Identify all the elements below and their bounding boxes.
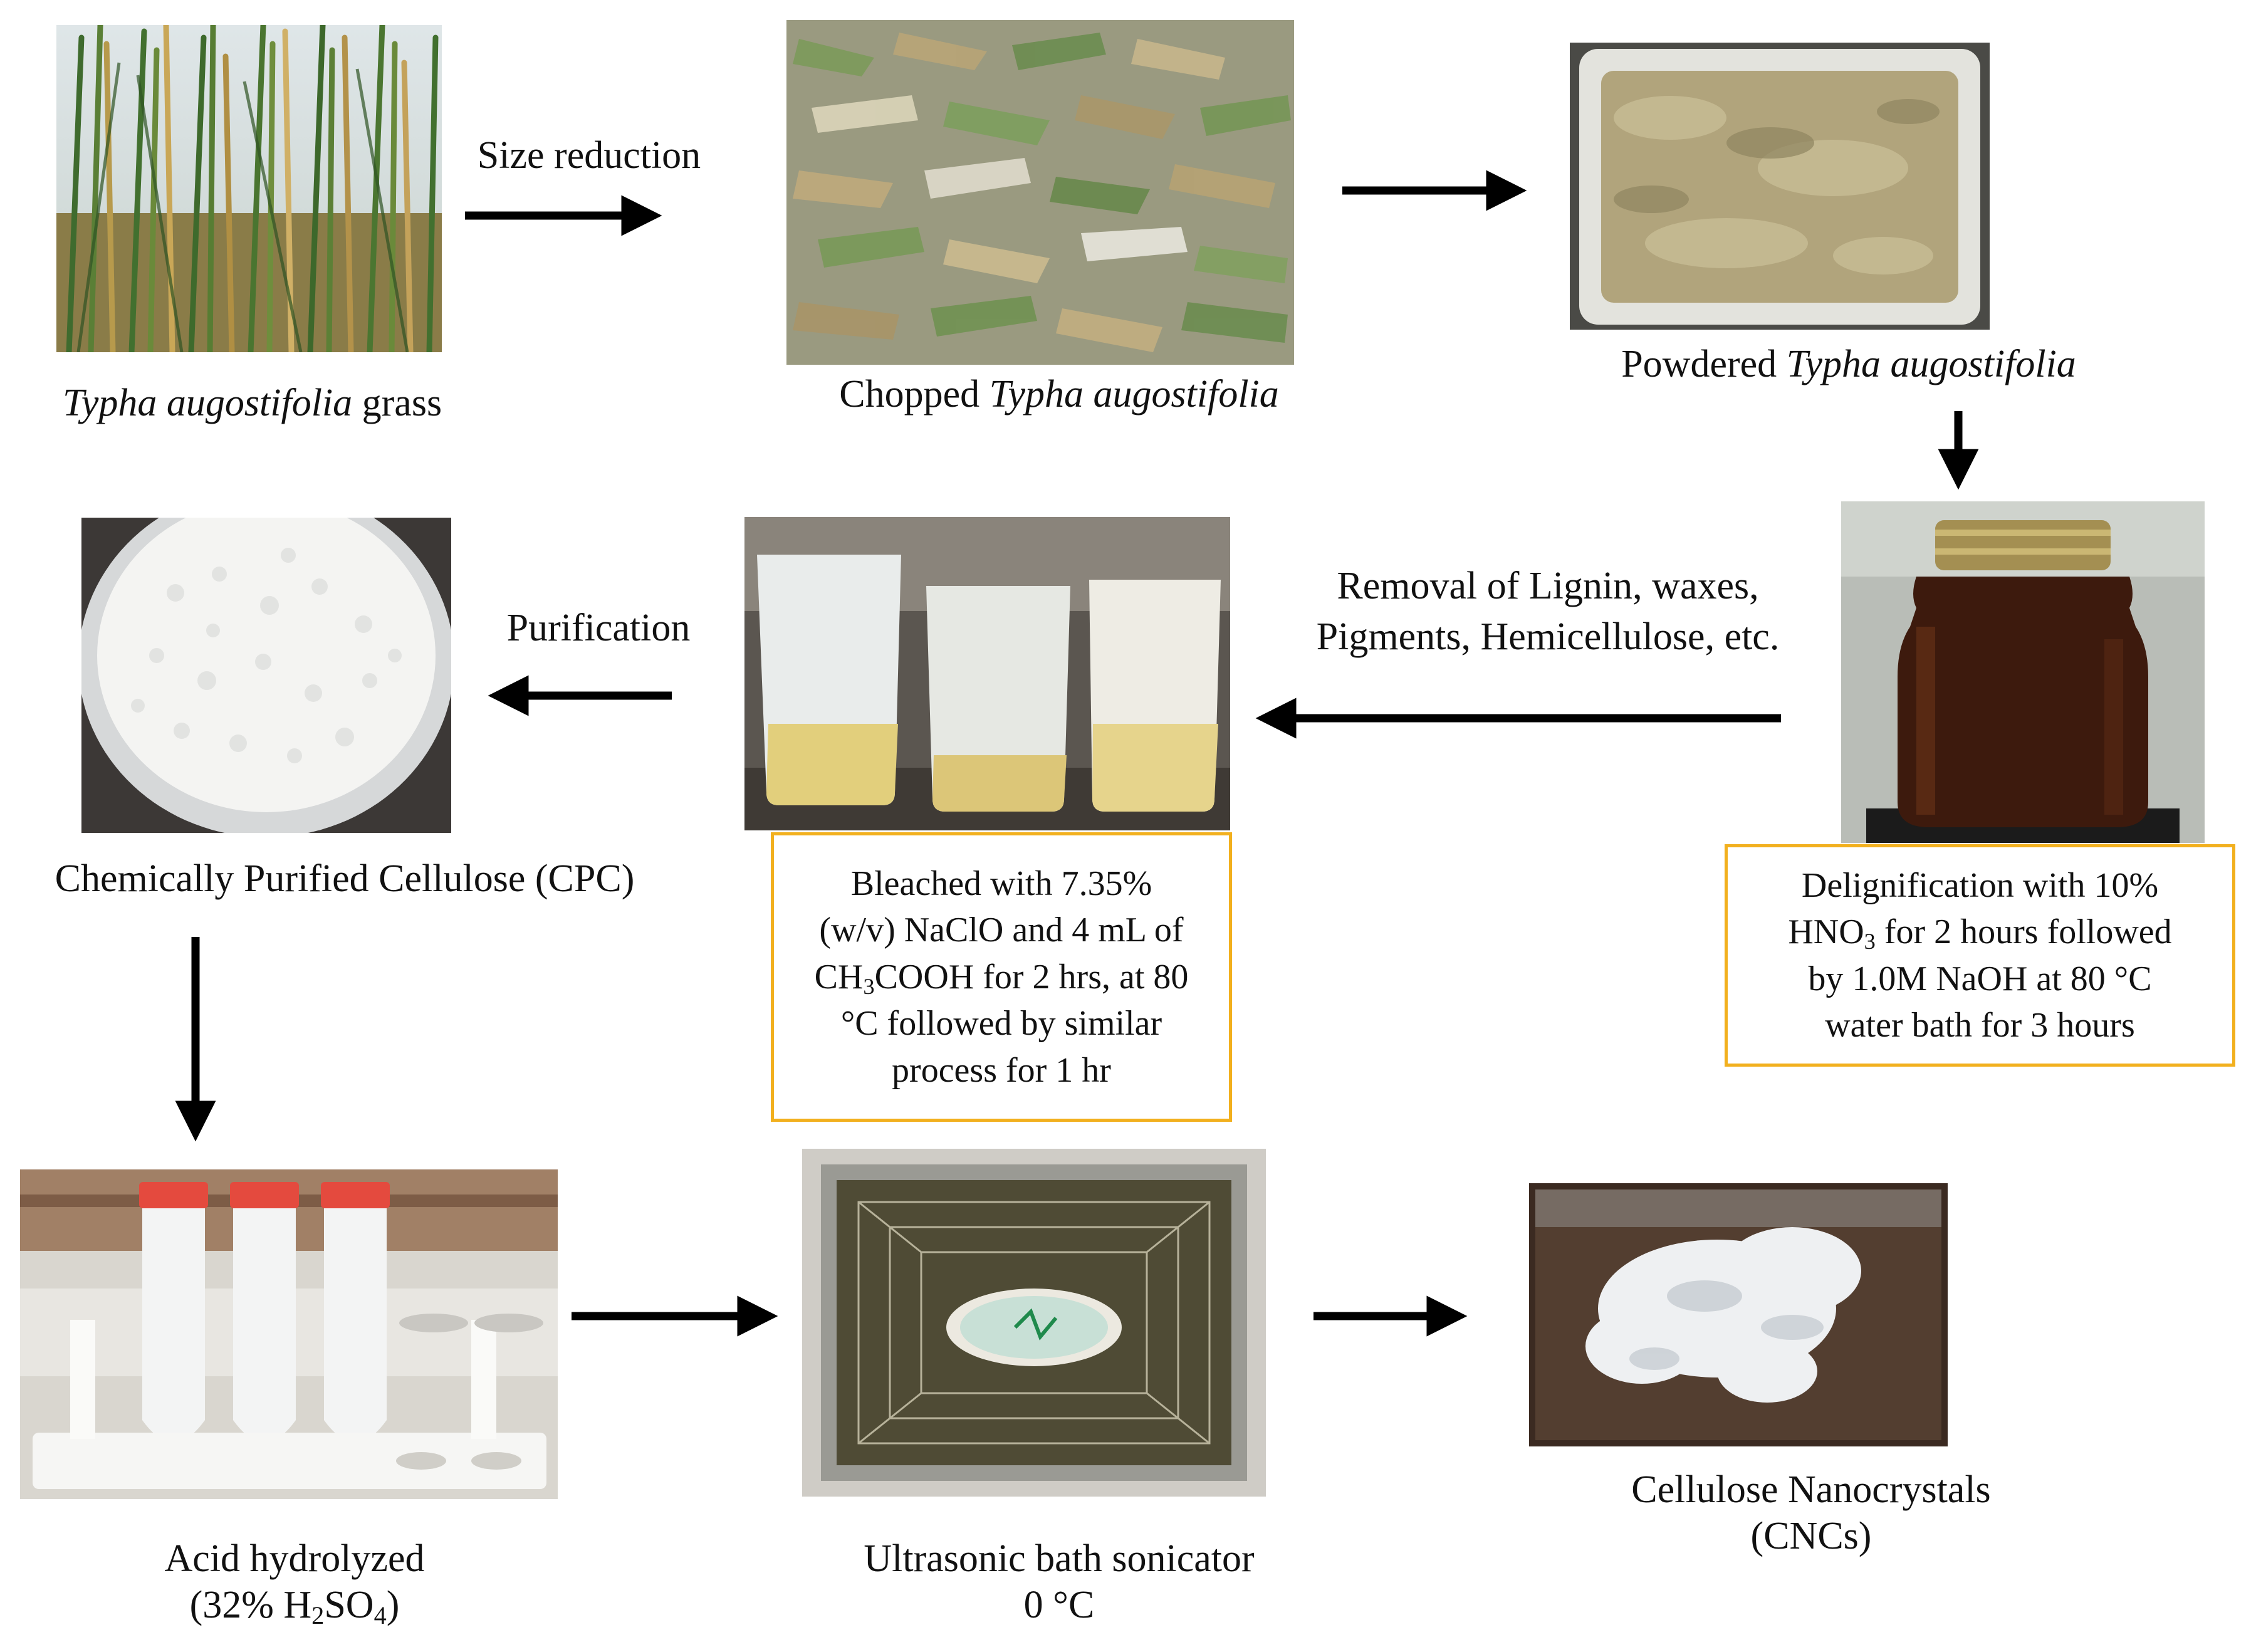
cpc-photo — [81, 518, 451, 833]
chopped-photo — [786, 20, 1294, 365]
sonic-line1: Ultrasonic bath sonicator — [864, 1537, 1255, 1580]
delig-line2: HNO3 for 2 hours followed — [1788, 912, 2172, 954]
bleaching-box: Bleached with 7.35% (w/v) NaClO and 4 mL… — [771, 832, 1232, 1122]
cnc-line2: (CNCs) — [1750, 1515, 1872, 1558]
bleach-line2: (w/v) NaClO and 4 mL of — [819, 911, 1184, 950]
acid-label: Acid hydrolyzed (32% H2SO4) — [81, 1535, 508, 1629]
cnc-label: Cellulose Nanocrystals (CNCs) — [1567, 1466, 2055, 1560]
powdered-label: Powdered Typha augostifolia — [1621, 343, 2076, 385]
purification-label: Purification — [506, 607, 691, 649]
size-reduction-label: Size reduction — [477, 134, 701, 177]
grass-label: Typha augostifolia grass — [63, 382, 442, 424]
removal-line2: Pigments, Hemicellulose, etc. — [1316, 615, 1780, 658]
bleach-line3: CH3COOH for 2 hrs, at 80 — [814, 957, 1189, 999]
acid-line2: (32% H2SO4) — [189, 1584, 400, 1630]
sonic-line2: 0 °C — [1023, 1584, 1095, 1627]
cnc-line1: Cellulose Nanocrystals — [1631, 1468, 1991, 1511]
delig-line1: Delignification with 10% — [1801, 865, 2159, 905]
sonicator-photo — [802, 1149, 1266, 1497]
beakers-photo — [744, 517, 1230, 830]
bleach-line5: process for 1 hr — [892, 1050, 1111, 1090]
bleach-line1: Bleached with 7.35% — [850, 864, 1152, 903]
delig-line4: water bath for 3 hours — [1825, 1005, 2135, 1045]
removal-line1: Removal of Lignin, waxes, — [1337, 565, 1759, 607]
cpc-label: Chemically Purified Cellulose (CPC) — [55, 857, 635, 900]
delignification-box: Delignification with 10% HNO3 for 2 hour… — [1725, 844, 2235, 1067]
sonicator-label: Ultrasonic bath sonicator 0 °C — [815, 1535, 1303, 1629]
cnc-photo — [1529, 1183, 1948, 1446]
bleach-line4: °C followed by similar — [840, 1004, 1162, 1043]
jar-photo — [1841, 501, 2205, 843]
acid-line1: Acid hydrolyzed — [164, 1537, 425, 1580]
tubes-photo — [20, 1169, 558, 1499]
grass-photo — [56, 25, 442, 352]
powdered-photo — [1570, 43, 1990, 330]
chopped-label: Chopped Typha augostifolia — [839, 373, 1279, 416]
removal-label: Removal of Lignin, waxes, Pigments, Hemi… — [1266, 561, 1830, 662]
delig-line3: by 1.0M NaOH at 80 °C — [1808, 959, 2152, 998]
